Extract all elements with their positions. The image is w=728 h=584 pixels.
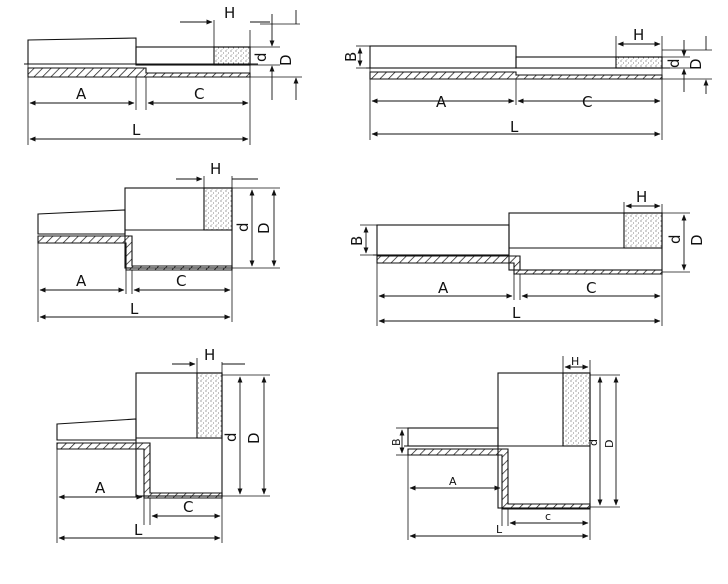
- label-H-6: H: [571, 355, 579, 368]
- label-d-4: d: [666, 234, 684, 244]
- label-D-3: D: [255, 222, 273, 234]
- label-B-2: B: [342, 52, 360, 62]
- label-L-2: L: [510, 118, 519, 136]
- label-C-5: C: [183, 498, 193, 516]
- label-H-1: H: [224, 4, 235, 22]
- label-D-6: D: [603, 440, 616, 448]
- label-C-4: C: [586, 279, 596, 297]
- label-A-1: A: [76, 85, 87, 103]
- diagram-type-3: H d D A C L: [37, 160, 280, 322]
- label-C-2: C: [582, 93, 592, 111]
- label-B-6: B: [390, 438, 403, 446]
- label-d-2: d: [665, 58, 683, 68]
- label-L-3: L: [130, 300, 139, 318]
- label-d-1: d: [252, 52, 270, 62]
- diagram-type-2: H B d D A C L: [342, 26, 712, 140]
- label-D-2: D: [687, 58, 705, 70]
- diagram-type-6: H B d D A c L: [390, 355, 620, 540]
- label-d-3: d: [234, 222, 252, 232]
- label-H-2: H: [633, 26, 644, 44]
- label-B-4: B: [348, 236, 366, 246]
- label-D-4: D: [688, 234, 706, 246]
- label-H-3: H: [210, 160, 221, 178]
- label-A-2: A: [436, 93, 447, 111]
- diagram-type-5: H d D A C L: [56, 346, 270, 543]
- diagram-type-1: H d D A C L: [24, 4, 302, 145]
- label-L-6: L: [496, 523, 503, 536]
- label-d-6: d: [587, 439, 600, 446]
- label-L-5: L: [134, 521, 143, 539]
- label-H-5: H: [204, 346, 215, 364]
- label-L-1: L: [132, 121, 141, 139]
- label-A-3: A: [76, 272, 87, 290]
- label-H-4: H: [636, 188, 647, 206]
- diagram-type-4: H B d D A C L: [348, 188, 706, 326]
- label-L-4: L: [512, 304, 521, 322]
- label-A-6: A: [449, 475, 457, 488]
- label-D-5: D: [245, 432, 263, 444]
- label-c-6: c: [545, 510, 551, 523]
- label-C-3: C: [176, 272, 186, 290]
- label-d-5: d: [222, 432, 240, 442]
- label-A-4: A: [438, 279, 449, 297]
- label-C-1: C: [194, 85, 204, 103]
- label-D-1: D: [277, 54, 295, 66]
- label-A-5: A: [95, 479, 106, 497]
